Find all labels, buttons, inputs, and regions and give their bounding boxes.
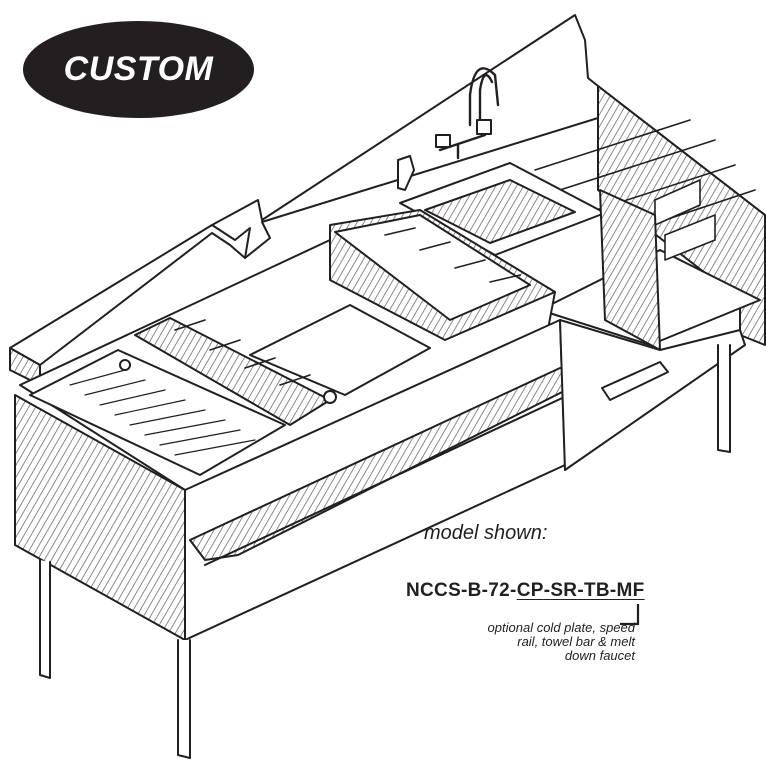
custom-badge: CUSTOM	[23, 21, 254, 118]
custom-badge-label: CUSTOM	[63, 50, 214, 88]
side-spray	[397, 155, 415, 191]
model-separator: -	[609, 580, 617, 601]
option-note-line: rail, towel bar & melt	[517, 634, 635, 649]
leg-back-right	[717, 344, 731, 453]
option-note: optional cold plate, speed rail, towel b…	[400, 621, 635, 663]
bottle-well-back	[334, 214, 531, 321]
left-drainboard	[29, 349, 286, 476]
option-note-line: optional cold plate, speed	[487, 620, 635, 635]
option-bracket	[620, 604, 640, 626]
model-option-cp: CP	[516, 580, 544, 601]
right-front-panel	[559, 319, 746, 471]
model-option-mf: MF	[616, 580, 645, 601]
leg-front-left	[39, 559, 51, 679]
faucet	[438, 67, 500, 160]
model-option-tb: TB	[583, 580, 610, 601]
model-caption: model shown:	[424, 522, 548, 544]
towel-bar	[601, 361, 669, 401]
option-note-line: down faucet	[564, 648, 635, 663]
model-separator: -	[543, 580, 551, 601]
model-number: NCCS-B-72-CP-SR-TB-MF	[406, 580, 645, 602]
model-base: NCCS-B-72-	[406, 580, 517, 601]
leg-front-middle	[177, 639, 191, 759]
model-option-sr: SR	[550, 580, 578, 601]
cold-plate-well	[249, 304, 431, 396]
model-separator: -	[577, 580, 584, 601]
sink-bowl	[424, 179, 576, 244]
